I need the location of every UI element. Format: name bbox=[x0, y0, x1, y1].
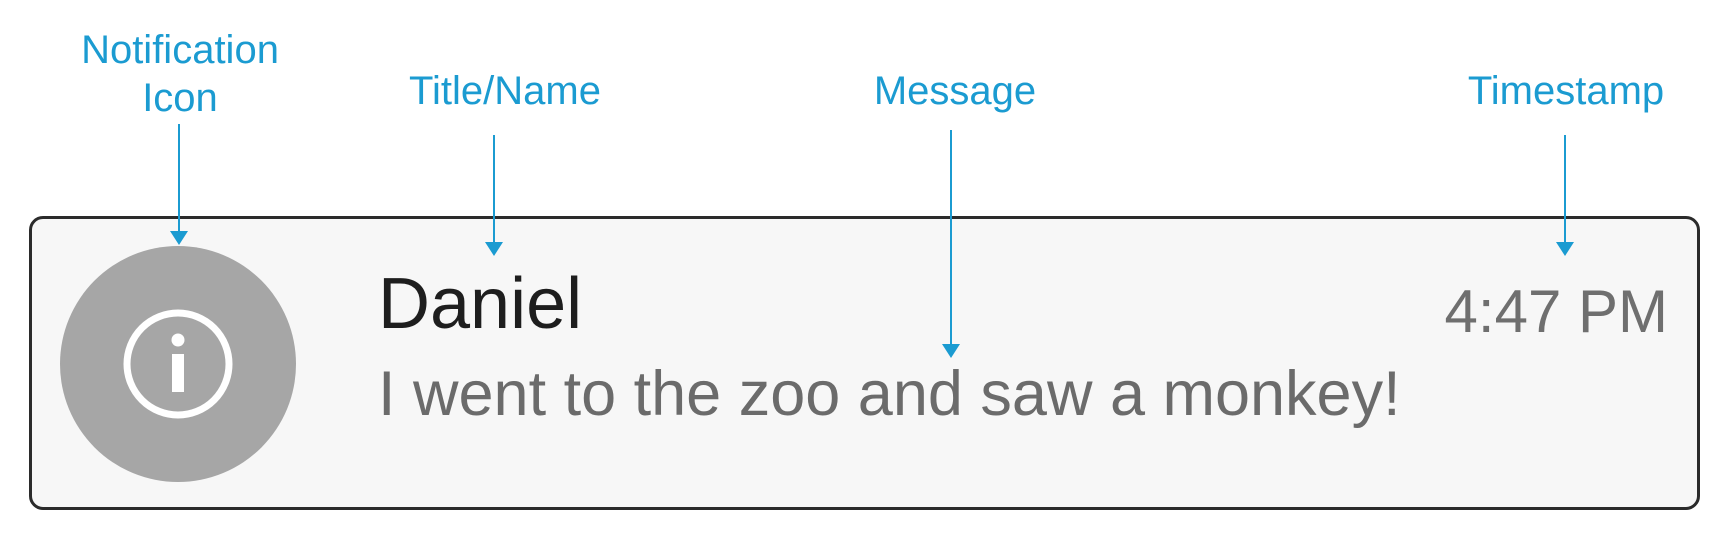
arrow-head-title bbox=[485, 242, 503, 256]
callout-message-label: Message bbox=[873, 69, 1037, 113]
arrow-head-icon bbox=[170, 231, 188, 245]
notification-icon bbox=[60, 246, 296, 482]
arrow-head-message bbox=[942, 344, 960, 358]
notification-timestamp: 4:47 PM bbox=[1444, 278, 1668, 345]
arrow-head-timestamp bbox=[1556, 242, 1574, 256]
info-icon bbox=[123, 309, 233, 419]
notification-card[interactable] bbox=[29, 216, 1700, 510]
callout-title-label: Title/Name bbox=[409, 69, 601, 113]
notification-message: I went to the zoo and saw a monkey! bbox=[378, 359, 1401, 429]
notification-title: Daniel bbox=[378, 264, 583, 344]
callout-timestamp-label: Timestamp bbox=[1467, 69, 1665, 113]
callout-notification-icon-label: Notification Icon bbox=[81, 28, 279, 120]
